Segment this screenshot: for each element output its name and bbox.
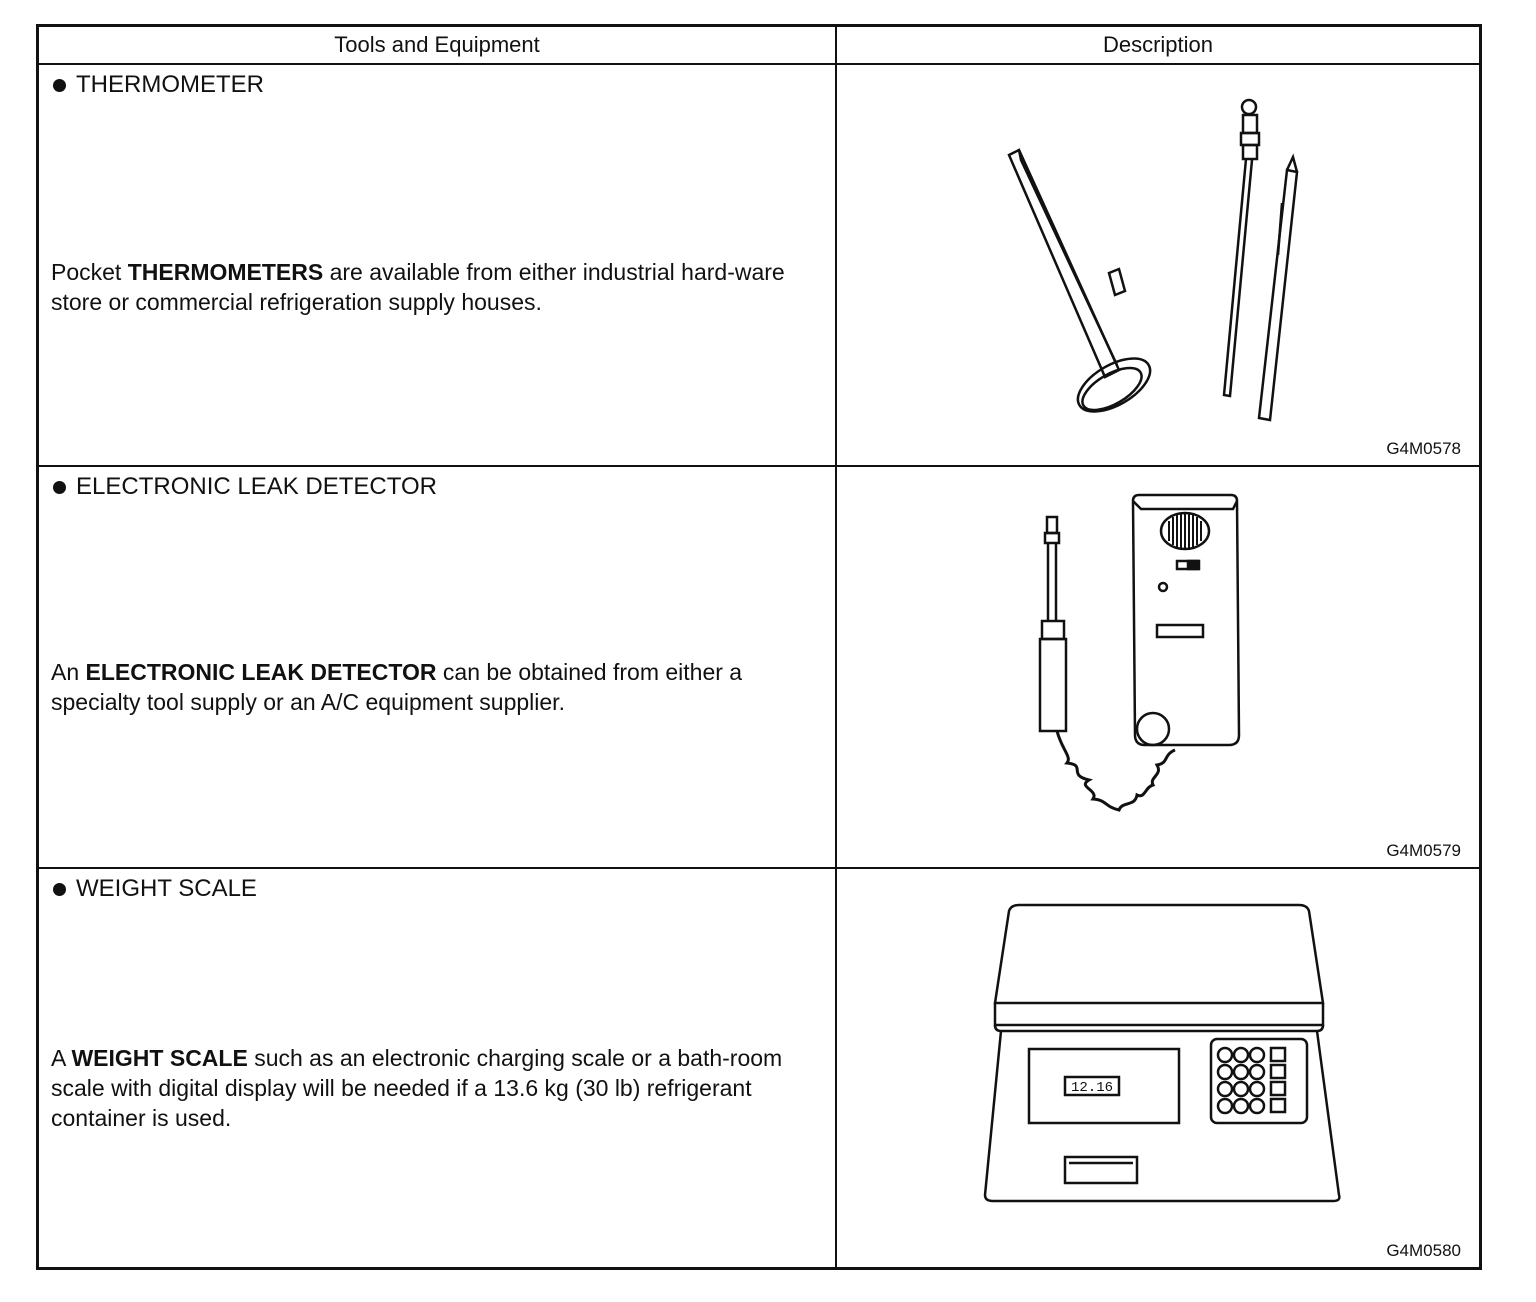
description-post: are available from either industrial har…	[51, 259, 785, 315]
description-pre: Pocket	[51, 259, 128, 285]
header-tools: Tools and Equipment	[39, 27, 837, 65]
description-bold: ELECTRONIC LEAK DETECTOR	[85, 659, 437, 685]
tool-cell: THERMOMETER Pocket THERMOMETERS are avai…	[39, 65, 837, 465]
description-post: can be obtained from either a specialty …	[51, 659, 743, 715]
leak-detector-illustration-icon	[1038, 493, 1241, 812]
thermometers-illustration-icon	[1007, 98, 1299, 422]
tool-title: THERMOMETER	[53, 71, 264, 99]
figure-cell: 12.16 G4M0580	[837, 869, 1479, 1267]
bullet-icon	[53, 480, 66, 494]
description-pre: A	[51, 1045, 72, 1071]
description-post: such as an electronic charging scale or …	[51, 1045, 783, 1131]
description-pre: An	[51, 659, 86, 685]
tool-title: ELECTRONIC LEAK DETECTOR	[53, 473, 437, 501]
table-row-thermometer: THERMOMETER Pocket THERMOMETERS are avai…	[39, 65, 1479, 467]
table-row-leak-detector: ELECTRONIC LEAK DETECTOR An ELECTRONIC L…	[39, 467, 1479, 869]
header-description-label: Description	[1102, 32, 1214, 57]
header-tools-label: Tools and Equipment	[334, 32, 540, 57]
bullet-icon	[53, 78, 66, 92]
figure-code: G4M0578	[1386, 439, 1461, 458]
description-bold: THERMOMETERS	[127, 259, 324, 285]
tool-cell: WEIGHT SCALE A WEIGHT SCALE such as an e…	[39, 869, 837, 1267]
tool-description: A WEIGHT SCALE such as an electronic cha…	[51, 1043, 821, 1133]
tool-title-text: WEIGHT SCALE	[76, 875, 257, 902]
header-description: Description	[837, 27, 1479, 65]
figure-cell: G4M0578	[837, 65, 1479, 465]
tools-table: Tools and Equipment Description THERMOME…	[36, 24, 1482, 1270]
figure-code: G4M0580	[1386, 1241, 1461, 1260]
tool-description: Pocket THERMOMETERS are available from e…	[51, 257, 821, 317]
bullet-icon	[53, 882, 66, 896]
figure-code: G4M0579	[1386, 841, 1461, 860]
figure-cell: G4M0579	[837, 467, 1479, 867]
description-bold: WEIGHT SCALE	[71, 1045, 248, 1071]
weight-scale-illustration-icon: 12.16	[983, 903, 1341, 1203]
tool-description: An ELECTRONIC LEAK DETECTOR can be obtai…	[51, 657, 821, 717]
table-row-weight-scale: WEIGHT SCALE A WEIGHT SCALE such as an e…	[39, 869, 1479, 1267]
tool-title-text: THERMOMETER	[76, 71, 264, 98]
tool-title: WEIGHT SCALE	[53, 875, 257, 903]
tool-cell: ELECTRONIC LEAK DETECTOR An ELECTRONIC L…	[39, 467, 837, 867]
scale-display-reading: 12.16	[1071, 1080, 1113, 1096]
tool-title-text: ELECTRONIC LEAK DETECTOR	[76, 473, 437, 500]
